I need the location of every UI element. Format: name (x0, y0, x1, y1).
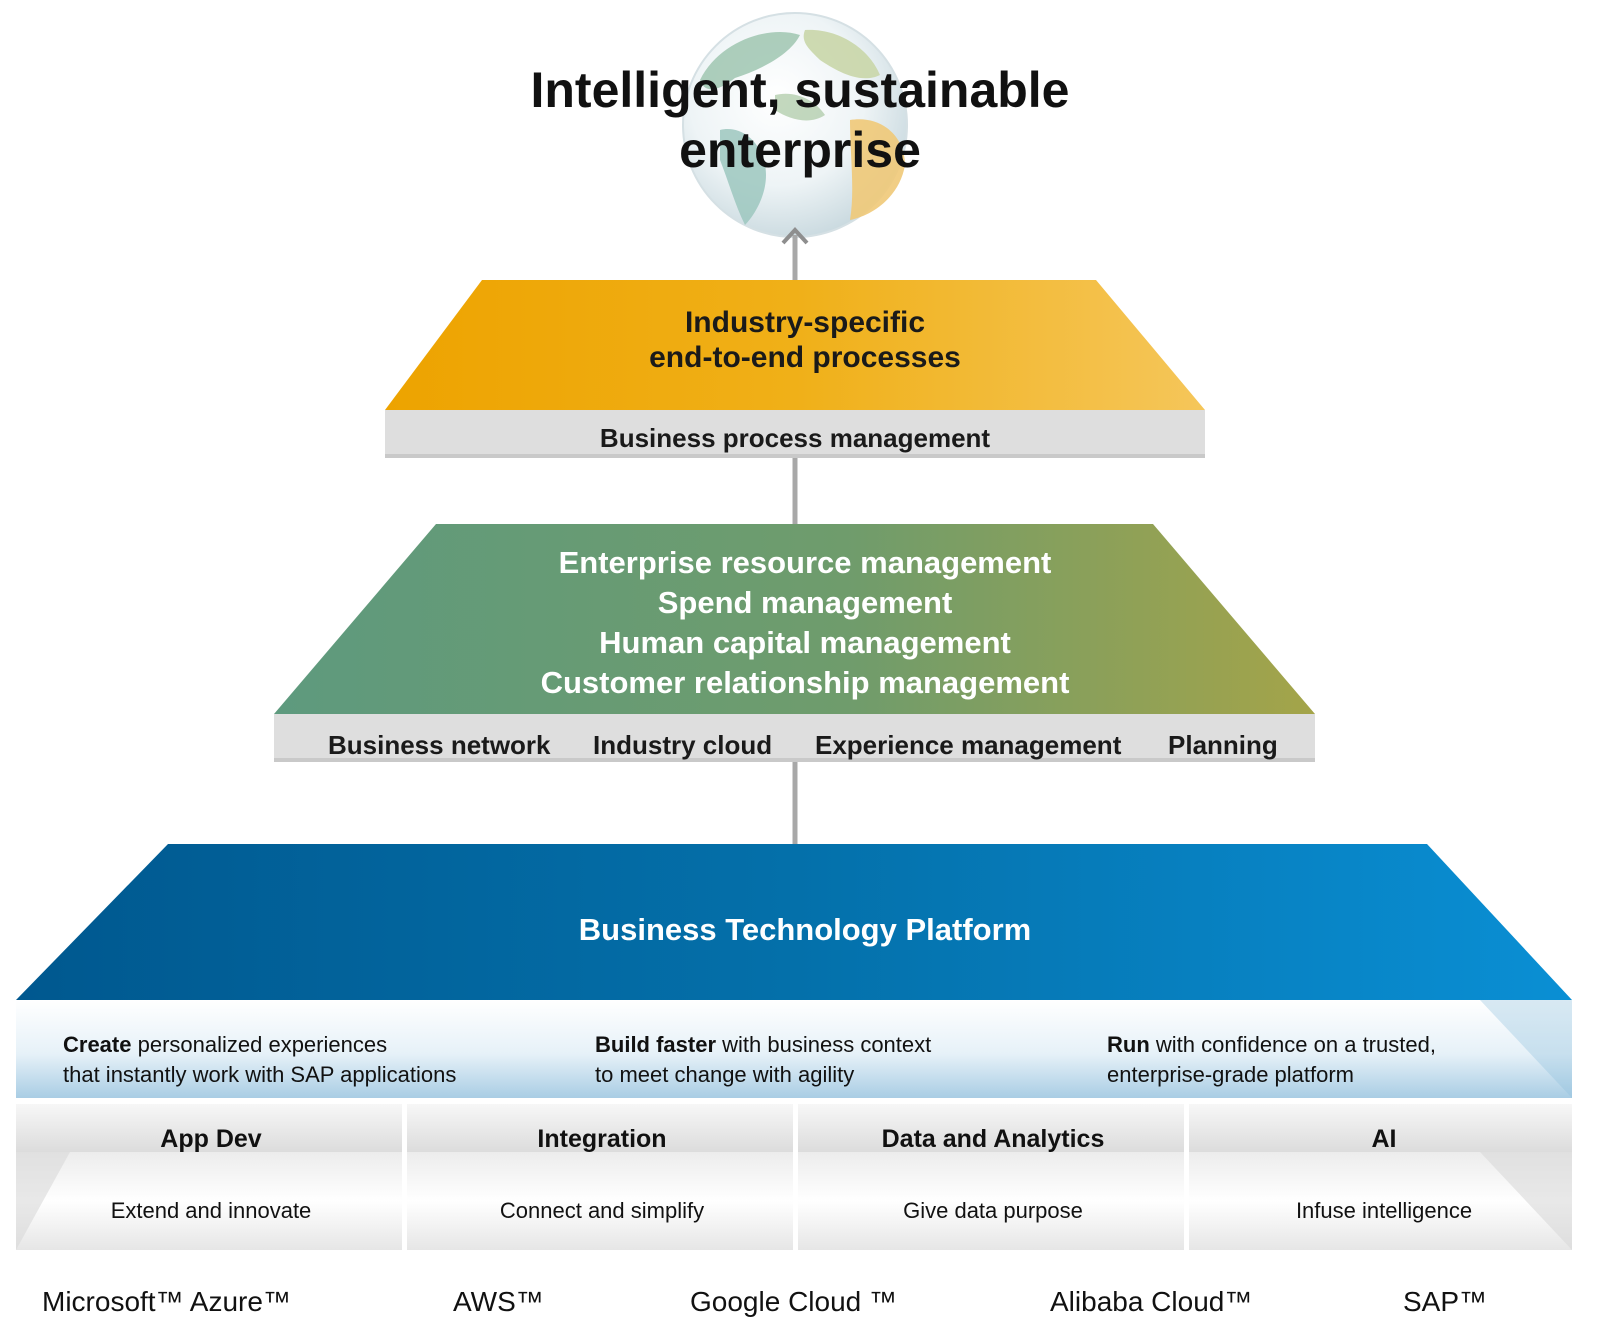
platform-description-run: Run with confidence on a trusted, enterp… (1107, 1030, 1436, 1090)
pillar-header-integration (407, 1104, 793, 1152)
description-keyword: Create (63, 1032, 132, 1057)
platform-description-band (16, 1000, 1572, 1098)
capabilities-bar (274, 714, 1315, 762)
pillar-header-data (798, 1104, 1184, 1152)
provider-google-cloud: Google Cloud ™ (690, 1286, 898, 1317)
pillar-subtitle-ai: Infuse intelligence (1295, 1198, 1473, 1223)
pillar-body (16, 1152, 402, 1250)
description-text: that instantly work with SAP application… (63, 1062, 457, 1087)
capability-planning: Planning (1168, 730, 1278, 760)
pillar-title-ai: AI (1371, 1125, 1397, 1153)
provider-aws: AWS™ (453, 1286, 544, 1317)
arrow-up-icon (781, 227, 809, 245)
industry-process-line-2: end-to-end processes (649, 341, 961, 374)
capability-industry-cloud: Industry cloud (593, 730, 773, 760)
capability-business-network: Business network (328, 730, 551, 760)
business-process-bar (385, 410, 1205, 458)
pillar-title-data-analytics: Data and Analytics (881, 1125, 1105, 1153)
title-line-2: enterprise (679, 122, 921, 178)
provider-azure: Microsoft™ Azure™ (42, 1286, 291, 1317)
description-keyword: Run (1107, 1032, 1150, 1057)
pillar-subtitle-integration: Connect and simplify (499, 1198, 705, 1223)
pillar-subtitle-data-analytics: Give data purpose (903, 1198, 1083, 1223)
globe-icon (682, 12, 908, 238)
title-line-1: Intelligent, sustainable (530, 62, 1070, 118)
business-process-label: Business process management (599, 423, 991, 453)
description-text: enterprise-grade platform (1107, 1062, 1355, 1087)
description-text: personalized experiences (131, 1032, 388, 1057)
pillar-subtitle-app-dev: Extend and innovate (110, 1198, 312, 1223)
management-item: Human capital management (599, 625, 1011, 660)
platform-description-create: Create personalized experiences that ins… (63, 1030, 456, 1090)
page-title: Intelligent, sustainable enterprise (420, 60, 1180, 180)
provider-sap: SAP™ (1403, 1286, 1488, 1317)
management-item: Spend management (657, 585, 953, 620)
industry-process-line-1: Industry-specific (684, 306, 926, 339)
pillar-header-app-dev (16, 1104, 402, 1152)
description-text: to meet change with agility (595, 1062, 855, 1087)
description-text: with confidence on a trusted, (1149, 1032, 1436, 1057)
pillar-body (798, 1152, 1184, 1250)
pillar-header-ai (1189, 1104, 1572, 1152)
platform-description-build: Build faster with business context to me… (595, 1030, 931, 1090)
platform-layer (16, 844, 1572, 1000)
pillar-title-integration: Integration (537, 1125, 667, 1153)
provider-alibaba-cloud: Alibaba Cloud™ (1050, 1286, 1253, 1317)
management-layer (274, 524, 1315, 714)
description-keyword: Build faster (595, 1032, 717, 1057)
capability-experience-management: Experience management (815, 730, 1122, 760)
pillar-title-app-dev: App Dev (160, 1125, 262, 1153)
pillar-body (407, 1152, 793, 1250)
platform-title: Business Technology Platform (578, 912, 1032, 947)
management-item: Customer relationship management (540, 665, 1070, 700)
management-list: Enterprise resource management Spend man… (330, 543, 1280, 703)
industry-process-label: Industry-specific end-to-end processes (420, 305, 1190, 375)
description-text: with business context (716, 1032, 932, 1057)
industry-process-layer (385, 280, 1205, 410)
management-item: Enterprise resource management (558, 545, 1052, 580)
